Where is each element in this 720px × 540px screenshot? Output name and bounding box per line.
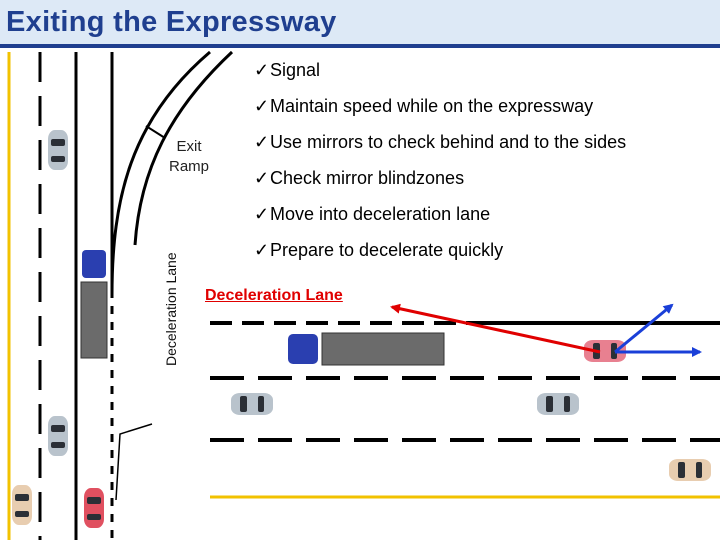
exit-ramp-label: Exit Ramp — [166, 137, 212, 177]
bullet-5: ✓Move into deceleration lane — [254, 204, 491, 224]
title-band — [0, 0, 720, 48]
blue-arrow-icon — [614, 303, 674, 354]
check-icon: ✓ — [254, 240, 270, 260]
check-icon: ✓ — [254, 132, 270, 152]
exit-ramp-label-line1: Exit — [176, 138, 202, 155]
bullet-2: ✓Maintain speed while on the expressway — [254, 96, 594, 116]
red-arrow-icon — [390, 303, 601, 354]
check-icon: ✓ — [254, 204, 270, 224]
exit-ramp-curve-outer — [110, 50, 211, 296]
truck-horizontal — [288, 332, 445, 366]
exit-ramp-label-line2: Ramp — [168, 158, 209, 175]
exit-ramp-curve-inner — [133, 50, 234, 246]
exit-ramp-pointer — [145, 125, 166, 139]
car-silver-left-1 — [48, 130, 68, 170]
check-icon: ✓ — [254, 60, 270, 80]
bullet-6: ✓Prepare to decelerate quickly — [254, 240, 504, 260]
bullet-1: ✓Signal — [254, 60, 321, 80]
check-icon: ✓ — [254, 96, 270, 116]
truck-vertical — [80, 250, 108, 359]
deceleration-lane-vertical-label: Deceleration Lane — [163, 252, 179, 366]
car-red-left — [84, 488, 104, 528]
bullet-4: ✓Check mirror blindzones — [254, 168, 465, 188]
deceleration-lane-label: Deceleration Lane — [205, 287, 343, 304]
car-silver-right-2 — [537, 393, 579, 415]
car-tan-left — [12, 485, 32, 525]
page-title: Exiting the Expressway — [6, 6, 337, 38]
car-silver-left-2 — [48, 416, 68, 456]
lane-pointer-arrow — [115, 423, 153, 501]
car-tan-right — [669, 459, 711, 481]
check-icon: ✓ — [254, 168, 270, 188]
car-silver-right-1 — [231, 393, 273, 415]
title-underline — [0, 44, 720, 48]
bullet-3: ✓Use mirrors to check behind and to the … — [254, 132, 627, 152]
